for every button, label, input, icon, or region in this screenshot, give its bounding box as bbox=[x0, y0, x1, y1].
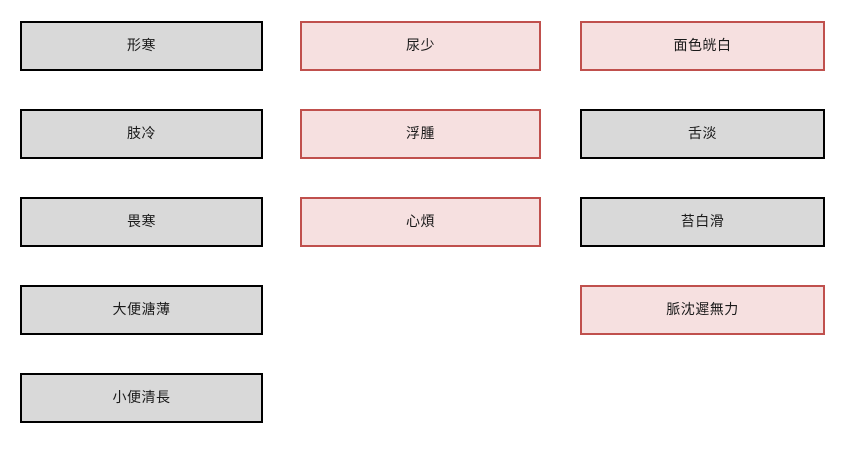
symptom-box[interactable]: 肢冷 bbox=[20, 109, 263, 159]
symptom-box[interactable]: 苔白滑 bbox=[580, 197, 825, 247]
symptom-box[interactable]: 舌淡 bbox=[580, 109, 825, 159]
symptom-box[interactable]: 心煩 bbox=[300, 197, 541, 247]
symptom-box[interactable]: 大便溏薄 bbox=[20, 285, 263, 335]
symptom-box[interactable]: 尿少 bbox=[300, 21, 541, 71]
symptom-box[interactable]: 畏寒 bbox=[20, 197, 263, 247]
symptom-box[interactable]: 浮腫 bbox=[300, 109, 541, 159]
symptom-box[interactable]: 面色㿠白 bbox=[580, 21, 825, 71]
symptom-box[interactable]: 脈沈遲無力 bbox=[580, 285, 825, 335]
symptom-box[interactable]: 形寒 bbox=[20, 21, 263, 71]
symptom-box[interactable]: 小便清長 bbox=[20, 373, 263, 423]
